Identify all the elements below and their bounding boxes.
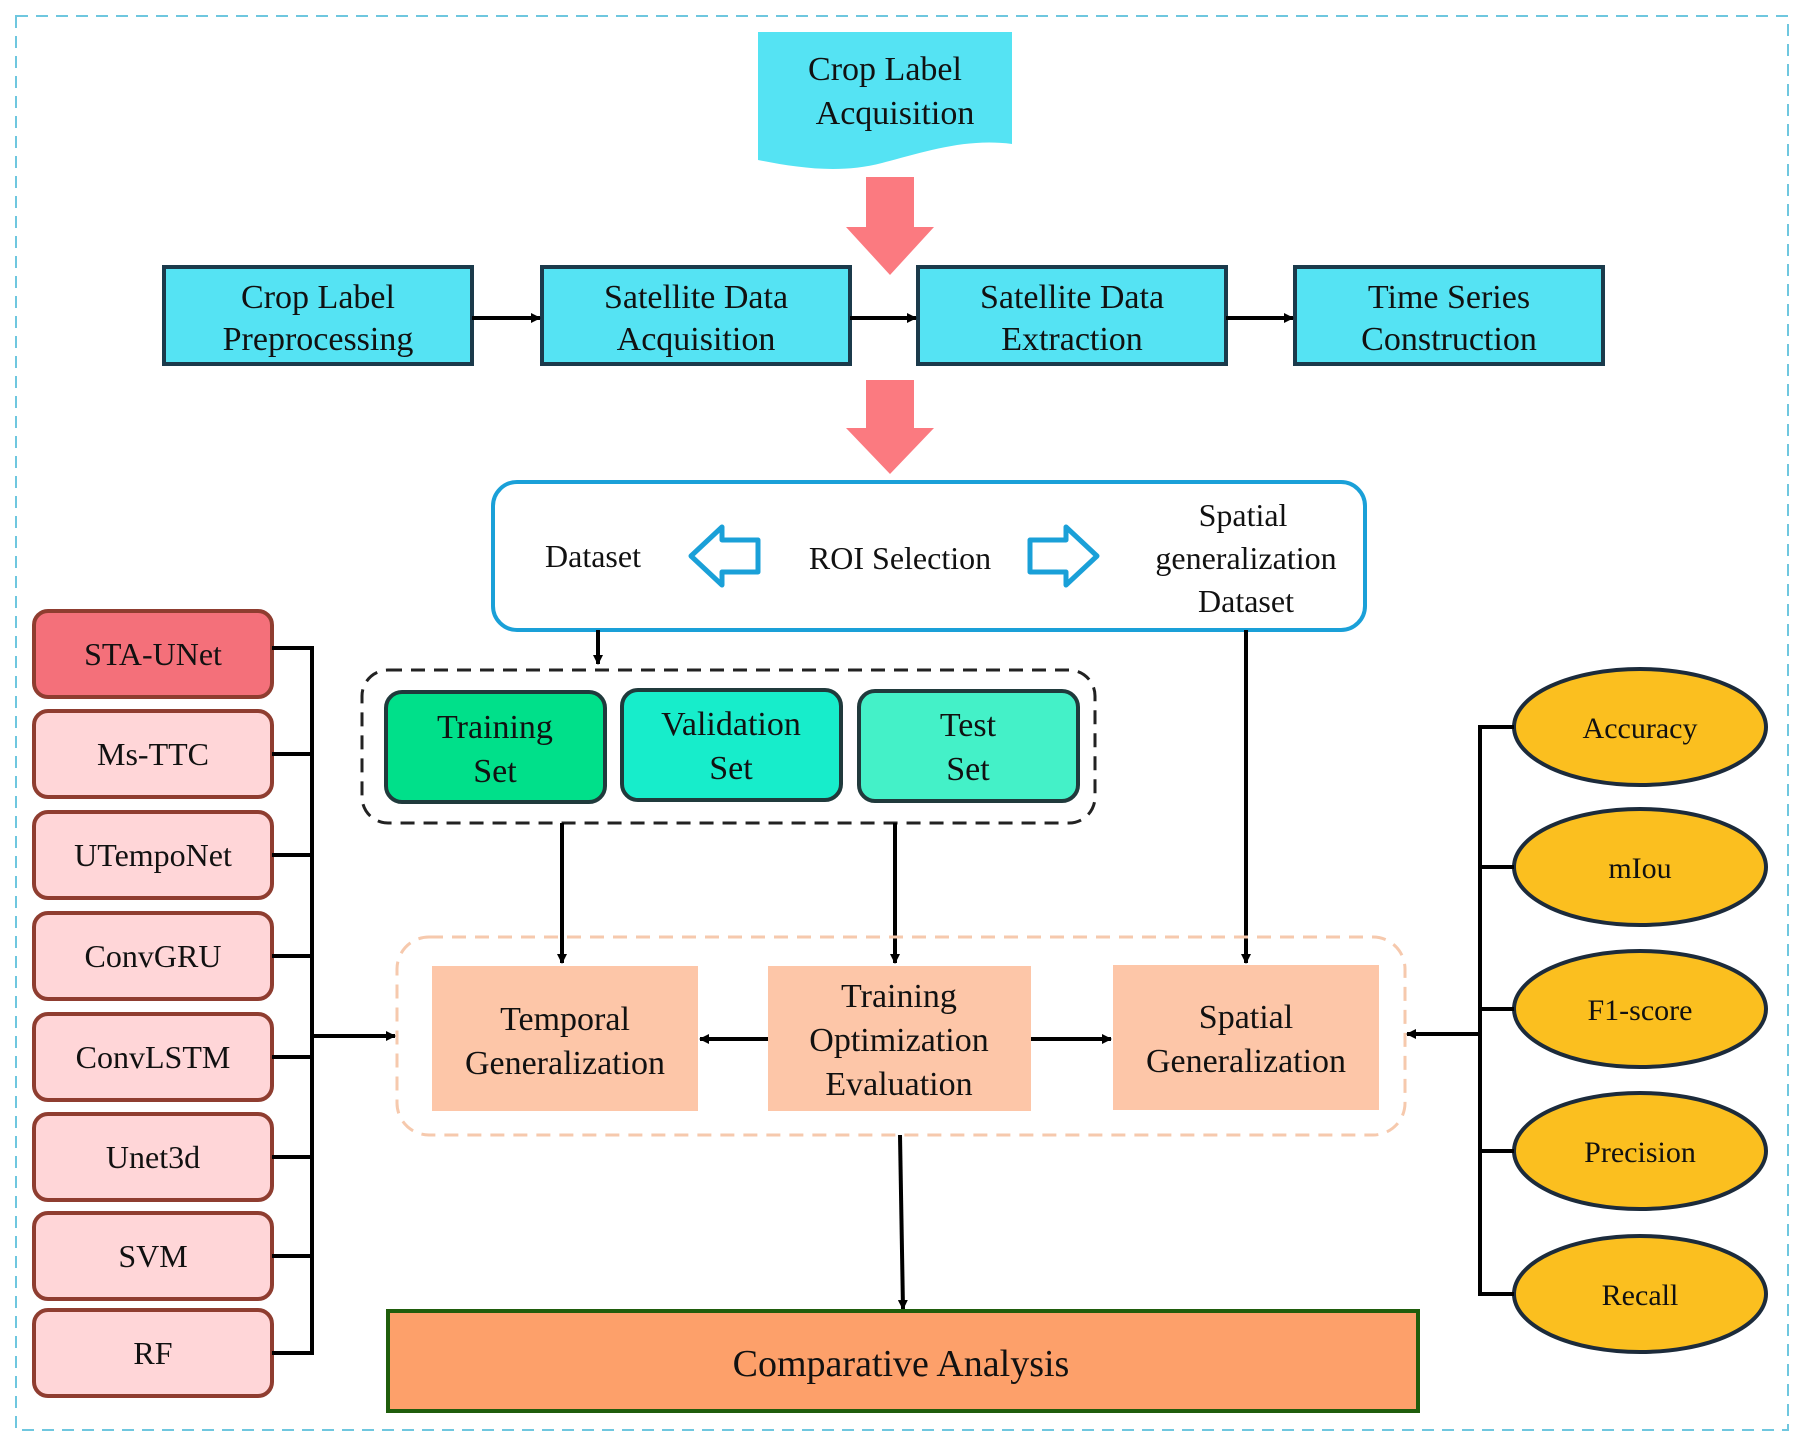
comparative-box-shape	[386, 1309, 1420, 1413]
model-convlstm: ConvLSTM	[32, 1012, 274, 1102]
model-list: STA-UNet Ms-TTC UTempoNet ConvGRU ConvLS…	[32, 609, 274, 1398]
split-line1: Validation	[661, 706, 801, 743]
split-box-shape	[857, 689, 1080, 803]
spatial-line2: Generalization	[1146, 1043, 1346, 1080]
pipeline-box-satellite-data-acquisition: Satellite Data Acquisition	[540, 265, 852, 366]
roi-box-shape	[491, 480, 1367, 632]
pipeline-line2: Construction	[1361, 321, 1537, 358]
pipeline-box-shape	[916, 265, 1228, 366]
metric-label: F1-score	[1588, 994, 1693, 1027]
comparative-analysis-box: Comparative Analysis	[386, 1309, 1420, 1413]
pipeline-line2: Extraction	[1001, 321, 1143, 358]
metric-label: Accuracy	[1583, 712, 1698, 745]
model-label: ConvLSTM	[76, 1039, 231, 1075]
pipeline-box-crop-label-preprocessing: Crop Label Preprocessing	[162, 265, 474, 366]
model-label: Ms-TTC	[97, 736, 209, 772]
crop-label-acquisition: Crop Label Acquisition	[758, 32, 1012, 170]
model-label: SVM	[118, 1238, 187, 1274]
model-label: UTempoNet	[74, 837, 232, 873]
split-validation-set: Validation Set	[620, 688, 843, 802]
metric-label: mIou	[1608, 852, 1671, 885]
split-line2: Set	[946, 751, 990, 788]
roi-selection-box: Dataset ROI Selection Spatial generaliza…	[491, 480, 1367, 632]
temporal-box-shape	[432, 966, 698, 1111]
pipeline-line1: Crop Label	[241, 279, 395, 316]
spatial-generalization-box: Spatial Generalization	[1113, 965, 1379, 1110]
roi-spatial-line3: Dataset	[1198, 583, 1294, 619]
metric-list: Accuracy mIou F1-score Precision Recall	[1512, 667, 1768, 1354]
metric-f1-score: F1-score	[1512, 949, 1768, 1069]
model-label: Unet3d	[106, 1139, 200, 1175]
model-unet3d: Unet3d	[32, 1112, 274, 1202]
model-convgru: ConvGRU	[32, 911, 274, 1001]
pipeline-line1: Time Series	[1368, 279, 1530, 316]
temporal-line1: Temporal	[500, 1001, 630, 1038]
metric-miou: mIou	[1512, 807, 1768, 927]
pipeline-box-satellite-data-extraction: Satellite Data Extraction	[916, 265, 1228, 366]
roi-dataset-label: Dataset	[545, 538, 641, 574]
big-arrow-down-1	[846, 177, 934, 275]
pipeline-box-shape	[162, 265, 474, 366]
training-line2: Optimization	[809, 1022, 988, 1059]
model-box-shape	[32, 609, 274, 699]
pipeline-line2: Acquisition	[617, 321, 776, 358]
model-rf: RF	[32, 1308, 274, 1398]
pipeline-line1: Satellite Data	[980, 279, 1164, 316]
split-training-set: Training Set	[384, 690, 607, 804]
pipeline-box-time-series-construction: Time Series Construction	[1293, 265, 1605, 366]
roi-spatial-line2: generalization	[1155, 540, 1336, 576]
roi-spatial-line1: Spatial	[1199, 497, 1288, 533]
acquisition-line2: Acquisition	[816, 95, 975, 132]
splits-dashed-container	[360, 668, 1097, 825]
spatial-box-shape	[1113, 965, 1379, 1110]
split-line2: Set	[709, 750, 753, 787]
split-test-set: Test Set	[857, 689, 1080, 803]
model-svm: SVM	[32, 1211, 274, 1301]
generalization-dashed-container	[395, 935, 1407, 1137]
hollow-arrow-right-icon	[1027, 524, 1100, 588]
split-line2: Set	[473, 753, 517, 790]
arrow-to-comparative-analysis	[897, 1134, 908, 1310]
roi-selection-label: ROI Selection	[809, 540, 991, 576]
training-optimization-evaluation-box: Training Optimization Evaluation	[768, 966, 1031, 1111]
metric-label: Recall	[1602, 1279, 1679, 1312]
pipeline-box-shape	[540, 265, 852, 366]
split-box-shape	[620, 688, 843, 802]
model-ms-ttc: Ms-TTC	[32, 709, 274, 799]
metric-label: Precision	[1584, 1136, 1696, 1169]
metric-recall: Recall	[1512, 1234, 1768, 1354]
model-sta-unet: STA-UNet	[32, 609, 274, 699]
spatial-line1: Spatial	[1199, 999, 1293, 1036]
metric-precision: Precision	[1512, 1091, 1768, 1211]
pipeline-box-shape	[1293, 265, 1605, 366]
model-label: ConvGRU	[85, 938, 222, 974]
metric-bracket	[1478, 725, 1514, 1296]
outer-frame	[15, 15, 1789, 1431]
training-line3: Evaluation	[825, 1066, 972, 1103]
pipeline-line2: Preprocessing	[223, 321, 414, 358]
document-shape	[758, 32, 1012, 170]
temporal-generalization-box: Temporal Generalization	[432, 966, 698, 1111]
model-label: STA-UNet	[84, 636, 222, 672]
training-line1: Training	[841, 978, 957, 1015]
model-label: RF	[133, 1335, 172, 1371]
split-box-shape	[384, 690, 607, 804]
model-bracket	[272, 646, 314, 1355]
pipeline-line1: Satellite Data	[604, 279, 788, 316]
big-arrow-down-2	[846, 380, 934, 474]
hollow-arrow-left-icon	[688, 524, 761, 588]
comparative-label: Comparative Analysis	[733, 1343, 1070, 1385]
metric-accuracy: Accuracy	[1512, 667, 1768, 787]
training-box-shape	[768, 966, 1031, 1111]
temporal-line2: Generalization	[465, 1045, 665, 1082]
split-line1: Training	[437, 709, 553, 746]
split-line1: Test	[940, 707, 997, 744]
model-utemponet: UTempoNet	[32, 810, 274, 900]
acquisition-line1: Crop Label	[808, 51, 962, 88]
